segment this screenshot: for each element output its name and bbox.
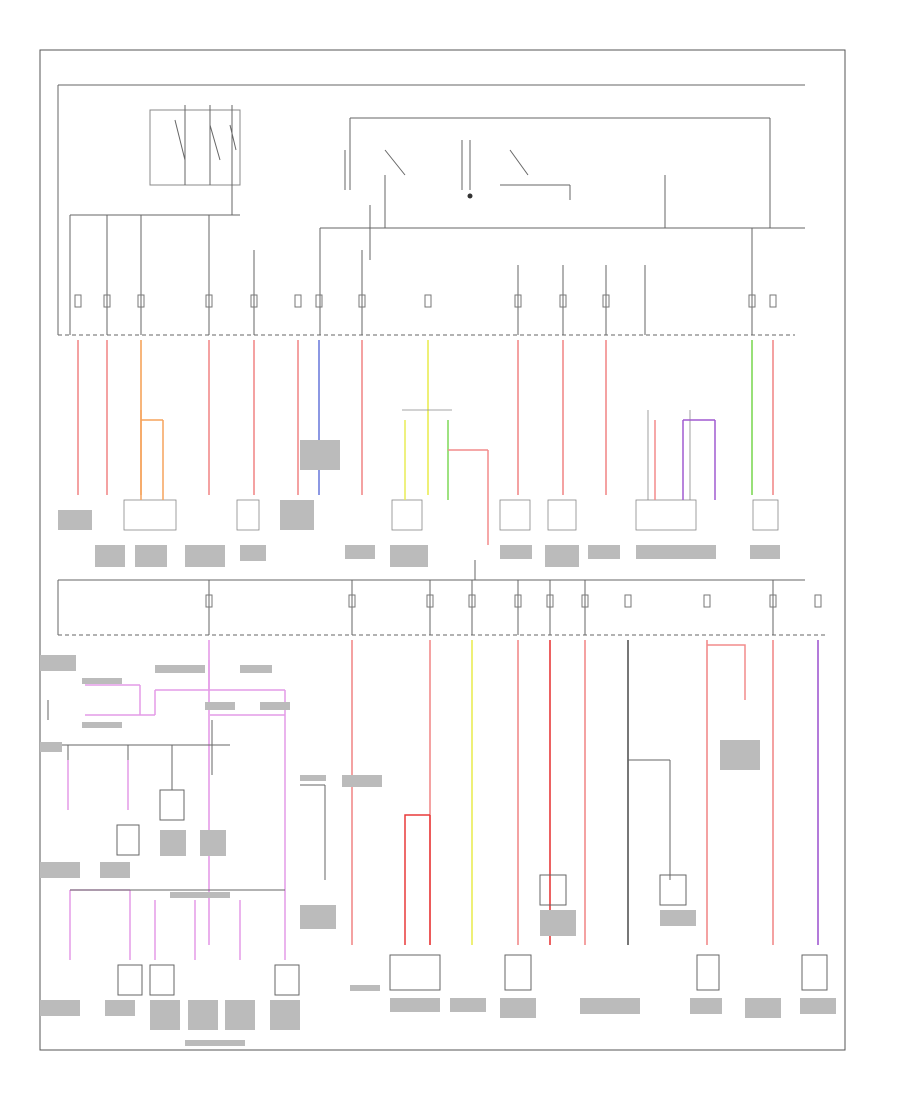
mid-fuse <box>624 594 632 608</box>
row1-connectors <box>123 409 779 531</box>
mid-fuse <box>581 594 589 608</box>
top-fuse <box>103 294 111 308</box>
mid-bus <box>57 560 805 635</box>
mid-fuse <box>468 594 476 608</box>
top-fuse <box>602 294 610 308</box>
lower-right-branches <box>404 644 746 945</box>
diagram-frame <box>39 49 846 1051</box>
top-fuse <box>424 294 432 308</box>
lower-left-wiring <box>47 700 300 996</box>
mid-fuse <box>205 594 213 608</box>
top-switch-section <box>57 84 805 335</box>
mid-fuse <box>814 594 822 608</box>
row1-labels <box>58 440 780 567</box>
top-fuse <box>514 294 522 308</box>
top-fuse <box>205 294 213 308</box>
top-fuse <box>315 294 323 308</box>
top-fuse <box>74 294 82 308</box>
mid-fuse <box>703 594 711 608</box>
lower-left-labels <box>40 655 300 1046</box>
lower-right-labels <box>300 740 836 1018</box>
mid-fuse <box>514 594 522 608</box>
lower-left-harness <box>67 660 286 960</box>
splice-dot <box>467 193 473 199</box>
row1-branches <box>140 410 716 545</box>
mid-fuse <box>348 594 356 608</box>
top-fuse <box>769 294 777 308</box>
top-fuse <box>294 294 302 308</box>
top-fuse <box>358 294 366 308</box>
lower-right-wiring <box>300 759 828 991</box>
top-fuse <box>137 294 145 308</box>
top-fuse-wires <box>74 294 777 495</box>
top-fuse <box>748 294 756 308</box>
mid-fuse <box>426 594 434 608</box>
top-fuse <box>559 294 567 308</box>
mid-fuse <box>546 594 554 608</box>
top-fuse <box>250 294 258 308</box>
mid-fuse <box>769 594 777 608</box>
